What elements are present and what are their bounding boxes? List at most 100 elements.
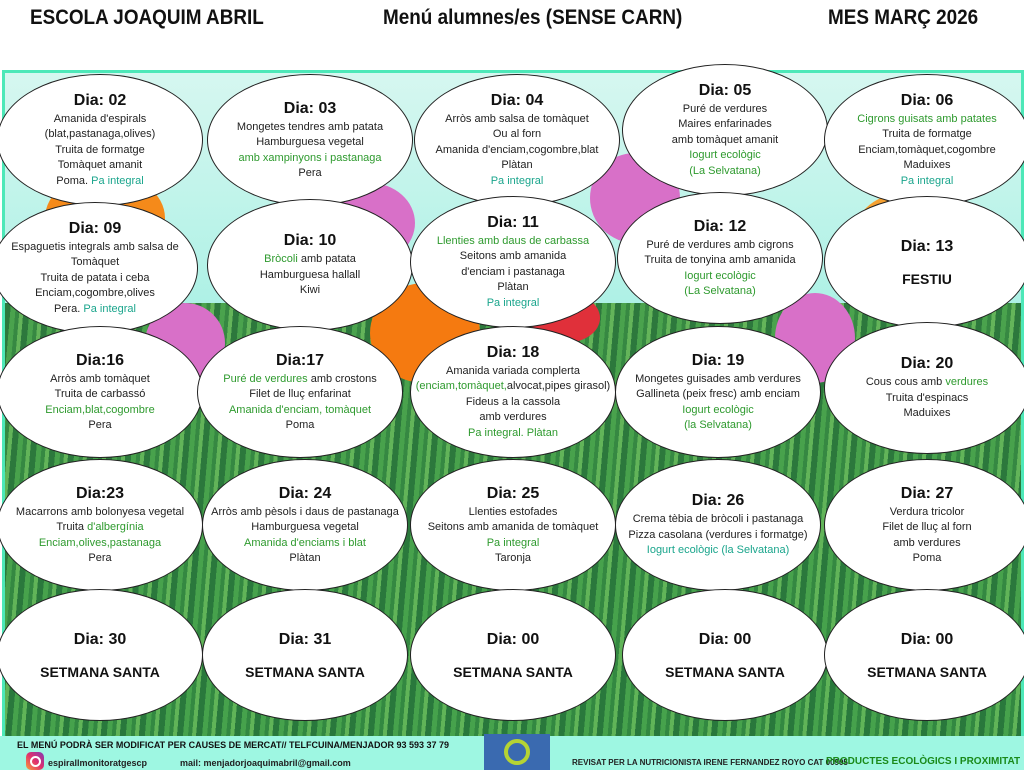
dish-text: Amanida d'espirals: [53, 112, 147, 125]
dish-line: Plàtan: [289, 551, 320, 567]
dish-text: Plàtan: [289, 552, 321, 564]
dish-text: (La Selvatana): [684, 285, 756, 297]
dish-line: Maduixes: [903, 406, 950, 422]
dish-text: Hamburguesa vegetal: [251, 521, 359, 533]
dish-text: Taronja: [494, 552, 532, 564]
dish-text: Pera.: [54, 302, 84, 315]
dish-text: Pera: [88, 419, 112, 431]
dish-line: Espaguetis integrals amb salsa de: [11, 240, 179, 256]
day-label: Dia:23: [75, 484, 125, 502]
dish-text: Pa integral: [83, 302, 136, 315]
dish-text: d'albergínia: [87, 521, 144, 533]
dish-line: Arròs amb pèsols i daus de pastanaga: [211, 505, 399, 521]
dish-line: Amanida d'espirals: [54, 112, 147, 128]
nutritionist-note: REVISAT PER LA NUTRICIONISTA IRENE FERNA…: [572, 758, 848, 767]
special-day-label: FESTIU: [902, 270, 952, 287]
dish-line: Arròs amb tomàquet: [50, 372, 150, 388]
instagram-handle[interactable]: espirallmonitoratgescp: [48, 758, 148, 768]
dish-text: Seitons amb amanida de tomàquet: [427, 521, 599, 533]
dish-text: amb xampinyons i pastanaga: [238, 151, 382, 164]
dish-line: Truita de carbassó: [55, 387, 146, 403]
dish-text: Mongetes guisades amb verdures: [635, 372, 801, 385]
dish-line: Puré de verdures amb crostons: [223, 372, 376, 388]
footer-notice: EL MENÚ PODRÀ SER MODIFICAT PER CAUSES D…: [17, 740, 450, 750]
dish-text: Amanida d'enciam,cogombre,blat: [435, 143, 599, 156]
dish-line: Pizza casolana (verdures i formatge): [628, 528, 807, 544]
dish-line: Cous cous amb verdures: [866, 375, 988, 391]
dish-line: (blat,pastanaga,olives): [45, 127, 156, 143]
dish-text: Amanida d'enciam, tomàquet: [228, 403, 372, 416]
dish-text: Arròs amb pèsols i daus de pastanaga: [211, 505, 399, 518]
dish-line: Hamburguesa hallall: [260, 268, 360, 284]
day-label: Dia: 09: [68, 219, 122, 237]
instagram-icon[interactable]: [26, 752, 44, 770]
dish-line: Amanida d'enciam,cogombre,blat: [436, 143, 599, 159]
day-label: Dia:16: [75, 351, 125, 369]
dish-line: Seitons amb amanida de tomàquet: [428, 520, 599, 536]
dish-text: Puré de verdures: [223, 372, 308, 385]
dish-line: Amanida d'enciams i blat: [244, 536, 366, 552]
dish-text: Iogurt ecològic: [684, 269, 756, 282]
dish-text: Enciam,tomàquet,cogombre: [858, 143, 996, 156]
dish-line: Pa integral: [487, 536, 540, 552]
dish-line: Pera: [298, 166, 321, 182]
dish-text: Truita d'espinacs: [885, 391, 969, 404]
day-label: Dia: 19: [691, 351, 745, 369]
dish-line: Pa integral: [901, 174, 954, 190]
menu-title: Menú alumnes/es (SENSE CARN): [383, 6, 683, 29]
dish-line: Cigrons guisats amb patates: [857, 112, 996, 128]
dish-text: Ou al forn: [492, 128, 542, 141]
dish-line: Truita de patata i ceba: [40, 271, 149, 287]
dish-line: Filet de lluç al forn: [882, 520, 971, 536]
dish-text: Pa integral: [486, 536, 540, 549]
dish-text: Truita de formatge: [882, 128, 972, 141]
dish-line: Llenties estofades: [469, 505, 558, 521]
dish-text: Llenties amb daus de carbassa: [436, 234, 590, 247]
dish-text: Pa integral: [900, 174, 954, 187]
dish-line: Pera: [88, 551, 111, 567]
dish-line: Truita de formatge: [882, 127, 971, 143]
dish-text: Iogurt ecològic: [689, 149, 761, 162]
dish-line: Amanida d'enciam, tomàquet: [229, 403, 371, 419]
school-name: ESCOLA JOAQUIM ABRIL: [30, 6, 264, 29]
day-label: Dia: 27: [900, 484, 954, 502]
dish-line: Kiwi: [300, 283, 320, 299]
dish-line: Macarrons amb bolonyesa vegetal: [16, 505, 184, 521]
dish-line: Taronja: [495, 551, 531, 567]
dish-text: Puré de verdures amb cigrons: [646, 238, 794, 251]
dish-line: (La Selvatana): [689, 164, 761, 180]
dish-line: Hamburguesa vegetal: [256, 135, 364, 151]
dish-text: Bròcoli: [264, 253, 298, 266]
dish-text: Enciam,olives,pastanaga: [38, 536, 162, 549]
dish-text: Iogurt ecològic: [682, 403, 754, 416]
dish-line: Poma. Pa integral: [56, 174, 143, 190]
dish-line: d'enciam i pastanaga: [461, 265, 565, 281]
day-label: Dia: 06: [900, 91, 954, 109]
day-label: Dia: 00: [900, 630, 954, 648]
dish-line: amb tomàquet amanit: [672, 133, 778, 149]
day-label: Dia: 24: [278, 484, 332, 502]
contact-email[interactable]: mail: menjadorjoaquimabril@gmail.com: [180, 758, 351, 768]
dish-line: Poma: [286, 418, 315, 434]
special-day-label: SETMANA SANTA: [245, 663, 365, 680]
dish-line: amb xampinyons i pastanaga: [238, 151, 381, 167]
dish-text: Llenties estofades: [468, 505, 558, 518]
dish-line: (La Selvatana): [684, 284, 756, 300]
special-day-label: SETMANA SANTA: [40, 663, 160, 680]
dish-text: verdures: [945, 376, 989, 389]
dish-line: Mongetes tendres amb patata: [237, 120, 383, 136]
dish-text: Cous cous amb: [865, 376, 946, 389]
dish-line: Bròcoli amb patata: [264, 252, 356, 268]
dish-line: Truita de tonyina amb amanida: [644, 253, 795, 269]
dish-text: Amanida variada complerta: [446, 364, 580, 377]
